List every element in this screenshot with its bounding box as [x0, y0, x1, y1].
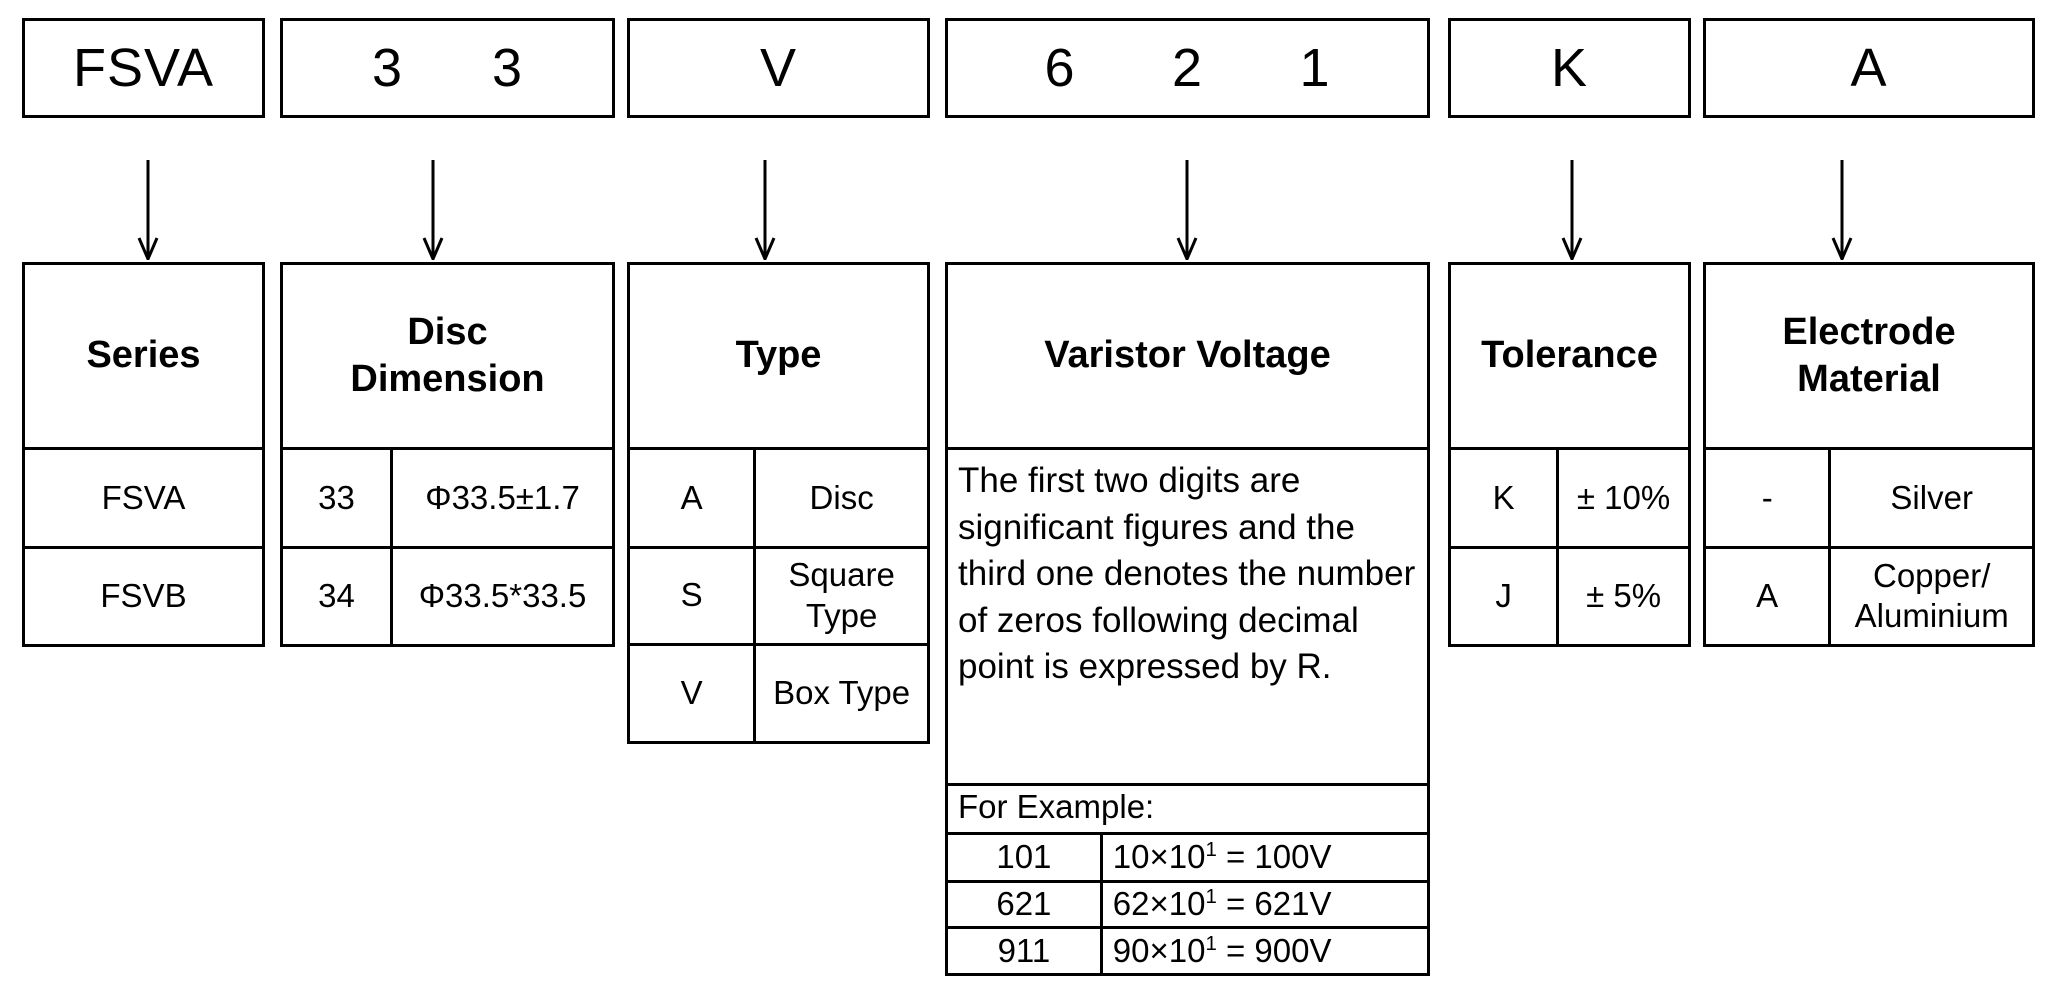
part-number-segment-series: FSVA [22, 18, 265, 118]
header-line-2: Dimension [350, 358, 545, 400]
varistor-voltage-example-label: For Example: [948, 786, 1427, 835]
header-line-1: Disc [407, 310, 488, 353]
down-arrow-icon [1557, 160, 1587, 260]
type-code-cell: S [630, 545, 757, 644]
table-row: FSVB [25, 545, 262, 644]
varistor-voltage-description: The first two digits are significant fig… [948, 450, 1427, 786]
table-row: 911 90×101 = 900V [948, 925, 1427, 973]
example-mantissa: 90×10 [1112, 931, 1206, 969]
part-number-segment-type: V [627, 18, 930, 118]
example-exponent: 1 [1205, 931, 1217, 955]
table-row: FSVA [25, 450, 262, 547]
part-number-char: 3 [371, 38, 404, 98]
table-row: - Silver [1706, 450, 2032, 547]
part-number-char: K [1550, 38, 1589, 98]
down-arrow-icon [418, 160, 448, 260]
tolerance-code-cell: J [1451, 545, 1560, 644]
down-arrow-icon [133, 160, 163, 260]
table-row: 101 10×101 = 100V [948, 835, 1427, 881]
down-arrow-icon [1827, 160, 1857, 260]
column-series: Series FSVA FSVB [22, 262, 265, 647]
column-type: Type A Disc S Square Type V Box Type [627, 262, 930, 744]
part-number-segment-voltage: 6 2 1 [945, 18, 1430, 118]
type-value-cell: Disc [809, 478, 874, 516]
tolerance-table: K ± 10% J ± 5% [1451, 450, 1688, 644]
type-code-cell: V [630, 642, 757, 741]
part-number-segment-tolerance: K [1448, 18, 1691, 118]
table-row: S Square Type [630, 545, 927, 644]
column-disc-dimension: Disc Dimension 33 Φ33.5±1.7 34 Φ33.5*33.… [280, 262, 615, 647]
part-number-segment-electrode: A [1703, 18, 2035, 118]
part-number-char: 3 [491, 38, 524, 98]
example-code-cell: 911 [948, 925, 1102, 973]
example-mantissa: 62×10 [1112, 885, 1206, 922]
disc-dimension-table: 33 Φ33.5±1.7 34 Φ33.5*33.5 [283, 450, 612, 644]
tolerance-value-cell: ± 10% [1576, 478, 1671, 516]
type-value-cell: Box Type [754, 642, 927, 741]
example-calc-cell: 90×101 = 900V [1099, 925, 1427, 973]
table-row: 33 Φ33.5±1.7 [283, 450, 612, 547]
example-code-cell: 101 [996, 838, 1052, 876]
table-row: A Disc [630, 450, 927, 547]
column-varistor-voltage: Varistor Voltage The first two digits ar… [945, 262, 1430, 976]
column-header-varistor-voltage: Varistor Voltage [948, 265, 1427, 450]
part-number-char: 2 [1171, 38, 1203, 98]
part-number-char: 1 [1299, 38, 1331, 98]
column-tolerance: Tolerance K ± 10% J ± 5% [1448, 262, 1691, 647]
table-row: K ± 10% [1451, 450, 1688, 547]
example-result: = 621V [1216, 885, 1332, 922]
electrode-code-cell: - [1706, 450, 1832, 547]
type-value-cell: Square Type [754, 545, 927, 644]
table-row: A Copper/ Aluminium [1706, 545, 2032, 644]
type-code-cell: A [630, 450, 757, 547]
varistor-voltage-example-table: 101 10×101 = 100V 621 62×101 = 621V 911 … [948, 835, 1427, 973]
down-arrow-icon [750, 160, 780, 260]
electrode-value-cell: Copper/ Aluminium [1829, 545, 2032, 644]
column-header-electrode-material: Electrode Material [1706, 265, 2032, 450]
example-calc-cell: 10×101 = 100V [1099, 835, 1427, 881]
table-row: V Box Type [630, 642, 927, 741]
down-arrow-icon [1172, 160, 1202, 260]
series-table: FSVA FSVB [25, 450, 262, 644]
tolerance-value-cell: ± 5% [1557, 545, 1688, 644]
column-electrode-material: Electrode Material - Silver A Copper/ Al… [1703, 262, 2035, 647]
part-number-char: V [759, 38, 798, 98]
column-header-tolerance: Tolerance [1451, 265, 1688, 450]
tolerance-code-cell: K [1451, 450, 1560, 547]
example-result: = 900V [1216, 931, 1332, 969]
example-exponent: 1 [1205, 885, 1217, 908]
table-row: 34 Φ33.5*33.5 [283, 545, 612, 644]
example-result: = 100V [1216, 838, 1332, 876]
table-row: 621 62×101 = 621V [948, 879, 1427, 927]
series-code-cell: FSVA [101, 478, 186, 516]
table-row: J ± 5% [1451, 545, 1688, 644]
header-line-1: Electrode [1782, 310, 1956, 353]
part-number-segment-dimension: 3 3 [280, 18, 615, 118]
dimension-value-cell: Φ33.5*33.5 [391, 545, 612, 644]
electrode-material-table: - Silver A Copper/ Aluminium [1706, 450, 2032, 644]
column-header-type: Type [630, 265, 927, 450]
part-number-char: A [1850, 38, 1888, 98]
electrode-value-cell: Silver [1890, 478, 1973, 516]
electrode-code-cell: A [1706, 545, 1832, 644]
dimension-value-cell: Φ33.5±1.7 [425, 478, 580, 516]
header-line-2: Material [1797, 358, 1941, 400]
part-number-char: FSVA [72, 38, 215, 98]
column-header-series: Series [25, 265, 262, 450]
example-exponent: 1 [1205, 838, 1217, 862]
series-code-cell: FSVB [25, 545, 262, 644]
dimension-code-cell: 34 [283, 545, 394, 644]
example-code-cell: 621 [948, 879, 1102, 927]
part-number-char: 6 [1044, 38, 1076, 98]
example-mantissa: 10×10 [1112, 838, 1206, 876]
dimension-code-cell: 33 [283, 450, 394, 547]
example-calc-cell: 62×101 = 621V [1099, 879, 1427, 927]
column-header-disc-dimension: Disc Dimension [283, 265, 612, 450]
type-table: A Disc S Square Type V Box Type [630, 450, 927, 741]
